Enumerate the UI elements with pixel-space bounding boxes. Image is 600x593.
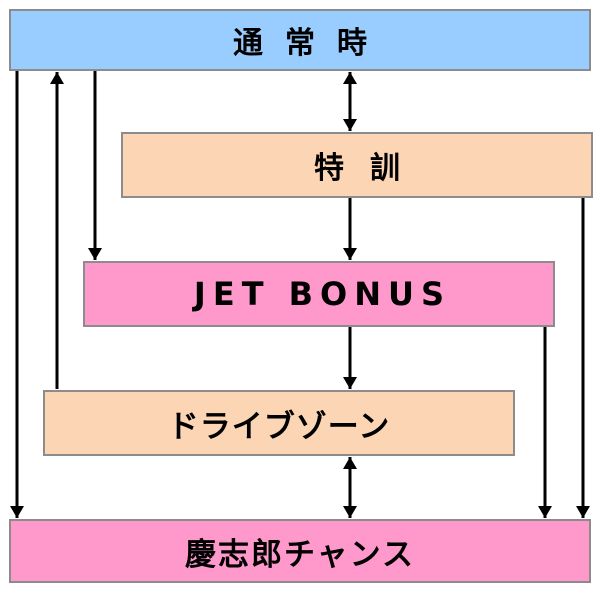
node-drive-zone: ドライブゾーン — [43, 390, 515, 456]
node-normal: 通常時 — [9, 9, 591, 71]
node-training: 特訓 — [121, 132, 593, 198]
node-chance: 慶志郎チャンス — [9, 519, 591, 583]
node-jet-bonus: JET BONUS — [83, 261, 555, 327]
